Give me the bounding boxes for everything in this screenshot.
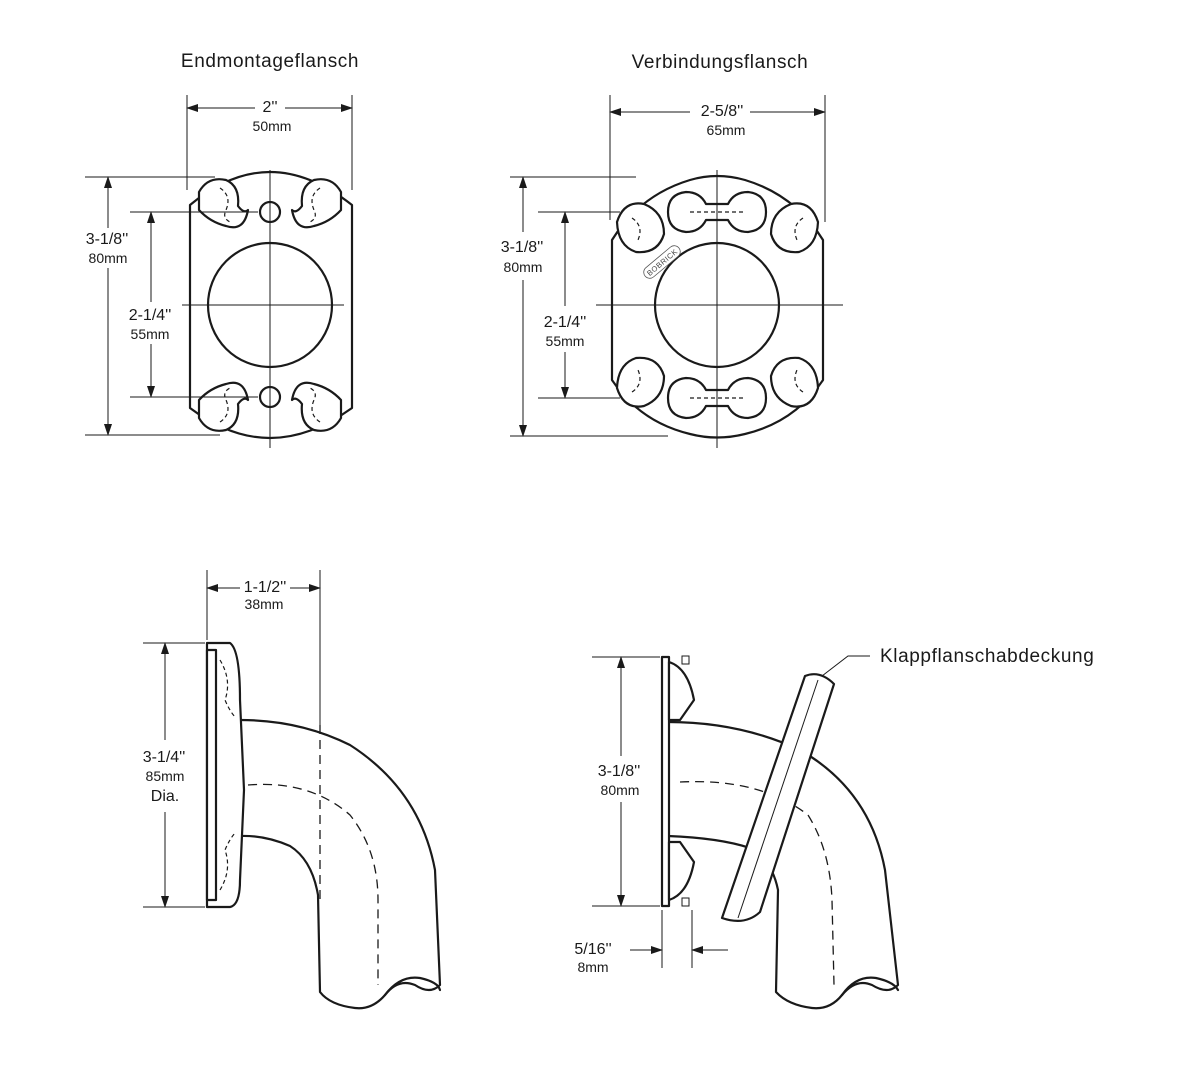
connection-height-mm: 80mm (504, 259, 543, 275)
connection-height-in: 3-1/8'' (501, 239, 544, 256)
end-mount-height-mm: 80mm (89, 250, 128, 266)
lug (769, 356, 820, 408)
side-right-height-mm: 80mm (601, 782, 640, 798)
slot-hole (666, 190, 768, 234)
lug (615, 202, 666, 254)
side-right-thickness-in: 5/16'' (574, 941, 611, 958)
connection-title: Verbindungsflansch (632, 52, 809, 73)
connection-width-in: 2-5/8'' (701, 103, 744, 120)
connection-spacing-in: 2-1/4'' (544, 314, 587, 331)
end-mount-width-mm: 50mm (253, 118, 292, 134)
side-left-dia-in: 3-1/4'' (143, 749, 186, 766)
connection-flange: BOBRICK (510, 95, 843, 448)
lug (290, 178, 343, 229)
side-left-dia-note: Dia. (151, 788, 179, 805)
side-view-end-mount (143, 570, 442, 1010)
end-mount-title: Endmontageflansch (181, 51, 359, 72)
end-mount-spacing-mm: 55mm (131, 326, 170, 342)
side-left-depth-in: 1-1/2'' (244, 579, 287, 596)
end-mount-height-in: 3-1/8'' (86, 231, 129, 248)
lug (769, 202, 820, 254)
connection-spacing-mm: 55mm (546, 333, 585, 349)
lug (197, 381, 250, 432)
side-view-connection (592, 655, 900, 1010)
end-mount-flange (85, 95, 354, 448)
side-right-height-in: 3-1/8'' (598, 763, 641, 780)
side-left-dia-mm: 85mm (146, 768, 185, 784)
lug (290, 381, 343, 432)
slot-hole (666, 376, 768, 420)
end-mount-width-in: 2'' (262, 99, 277, 116)
lug (615, 356, 666, 408)
side-left-depth-mm: 38mm (245, 596, 284, 612)
side-right-thickness-mm: 8mm (577, 959, 608, 975)
connection-width-mm: 65mm (707, 122, 746, 138)
lug (197, 178, 250, 229)
cover-label: Klappflanschabdeckung (880, 646, 1094, 667)
end-mount-spacing-in: 2-1/4'' (129, 307, 172, 324)
